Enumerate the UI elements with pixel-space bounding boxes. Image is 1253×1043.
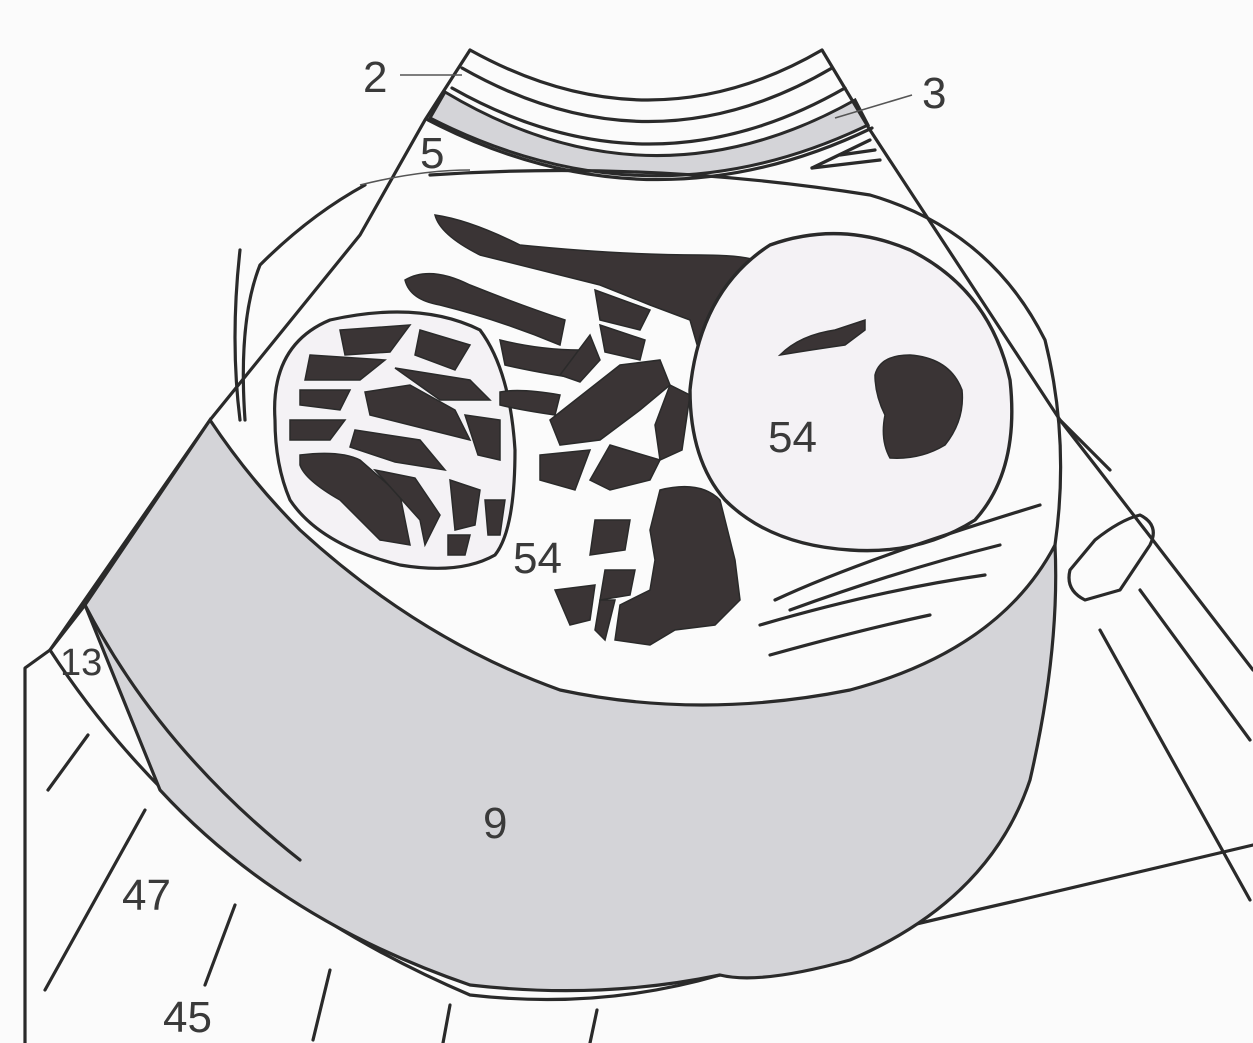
label-54-center: 54 <box>513 534 562 583</box>
label-9: 9 <box>483 799 507 848</box>
label-5: 5 <box>420 129 444 178</box>
label-2: 2 <box>363 53 387 102</box>
label-3: 3 <box>922 69 946 118</box>
label-54-right: 54 <box>768 413 817 462</box>
skin-layers <box>428 50 880 180</box>
right-structures <box>1060 420 1250 900</box>
bowel-loop-right <box>690 234 1012 551</box>
label-13: 13 <box>60 642 102 684</box>
label-47: 47 <box>122 871 171 920</box>
layer-3-band <box>430 92 868 176</box>
label-45: 45 <box>163 993 212 1042</box>
bowel-loop-left <box>275 312 515 568</box>
